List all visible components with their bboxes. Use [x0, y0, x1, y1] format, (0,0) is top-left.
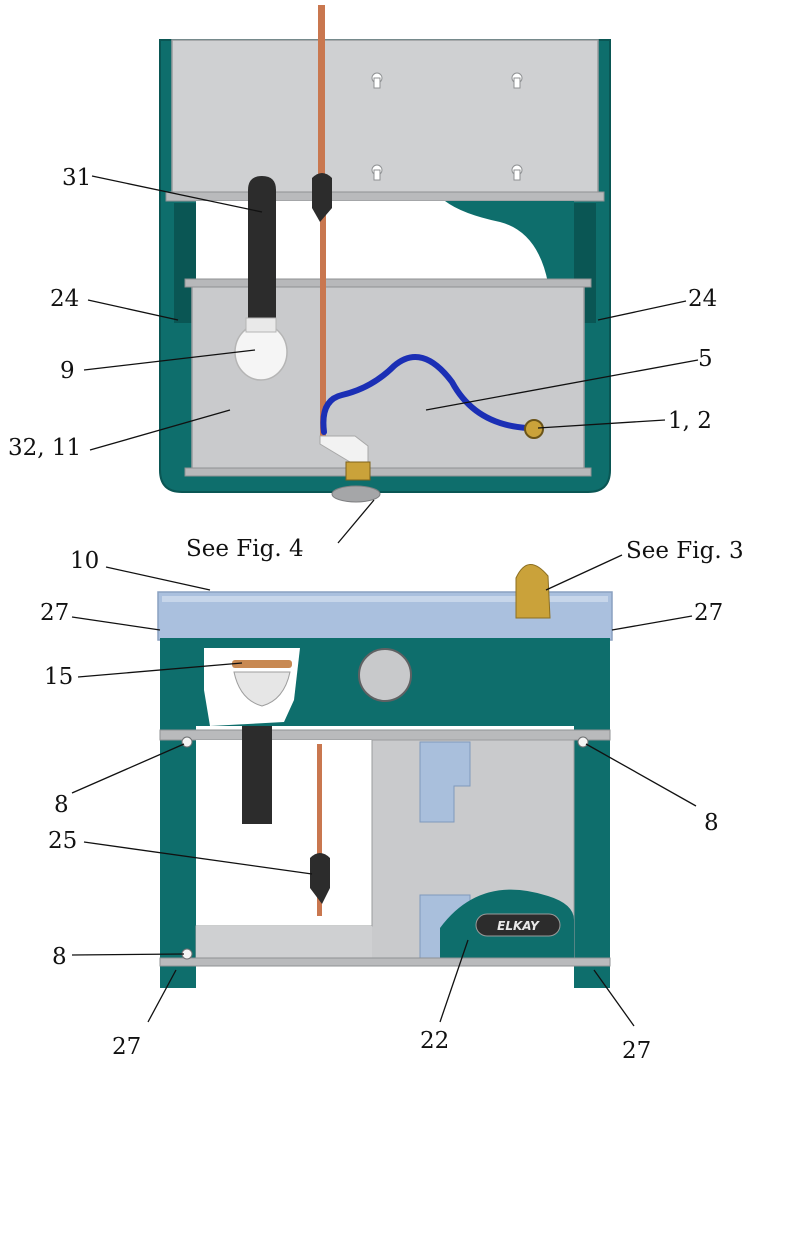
callout-24-right: 24	[688, 286, 717, 312]
top-assembly	[159, 5, 611, 503]
logo-text: ELKAY	[497, 919, 540, 933]
blue-mount-bracket	[419, 741, 471, 823]
leader-10	[105, 566, 211, 591]
callout-15: 15	[44, 664, 73, 690]
callout-27-lower-right: 27	[622, 1038, 651, 1064]
screw-holes	[181, 736, 589, 960]
leader-8-right	[585, 743, 697, 807]
callout-32-11: 32, 11	[8, 435, 81, 461]
callout-1-2: 1, 2	[668, 408, 712, 434]
black-drain-hose	[248, 176, 276, 328]
callout-25: 25	[48, 828, 77, 854]
back-panel-lower	[196, 926, 372, 962]
callout-24-left: 24	[50, 286, 79, 312]
leader-lines	[71, 175, 699, 1027]
logo-badge	[475, 913, 561, 937]
evaporator-bottom-rail	[184, 467, 592, 477]
frame-inline-fitting	[310, 853, 330, 904]
leader-27-lr	[593, 969, 635, 1027]
leader-27-ur	[611, 615, 693, 631]
leader-5	[425, 359, 699, 411]
leader-24-left	[87, 299, 179, 321]
top-cover-rail	[165, 191, 605, 202]
leader-32-11	[89, 409, 231, 451]
teal-cutout	[445, 201, 574, 283]
callout-27-lower-left: 27	[112, 1034, 141, 1060]
inline-fitting	[312, 173, 332, 222]
leader-25	[83, 841, 313, 875]
brass-top-fitting	[515, 564, 551, 619]
drain-bowl	[233, 671, 291, 707]
callout-27-upper-right: 27	[694, 600, 723, 626]
leader-27-ll	[147, 969, 177, 1023]
frame-crossbar	[159, 729, 611, 741]
blue-water-tube	[320, 354, 531, 435]
top-cover-panel	[171, 39, 599, 198]
callout-see-fig3: See Fig. 3	[626, 538, 744, 564]
callout-8-right: 8	[704, 810, 719, 836]
brass-inlet-fitting	[524, 419, 544, 439]
callout-27-upper-left: 27	[40, 600, 69, 626]
frame-copper-line	[317, 744, 322, 916]
round-knockout	[358, 648, 412, 702]
frame-bottom-rail	[159, 957, 611, 967]
leader-fig3	[545, 554, 623, 591]
evaporator-top-rail	[184, 278, 592, 288]
left-bracket	[174, 203, 196, 323]
leader-24-right	[597, 300, 687, 321]
leader-22	[439, 939, 469, 1023]
leader-fig4	[337, 499, 375, 544]
leader-31	[91, 175, 263, 213]
callout-8-left: 8	[54, 792, 69, 818]
copper-line-upper	[318, 5, 325, 175]
callout-9: 9	[60, 358, 75, 384]
bottom-outlet	[331, 485, 381, 503]
frame-right-post	[574, 726, 610, 988]
leader-8-lower-left	[71, 953, 185, 956]
callout-31: 31	[62, 165, 91, 191]
leader-27-ul	[71, 616, 161, 631]
gasket-ring	[232, 660, 292, 668]
copper-line-lower	[320, 198, 326, 443]
callout-see-fig4: See Fig. 4	[186, 536, 304, 562]
keyhole-slots	[371, 72, 523, 181]
frame-black-hose	[242, 726, 272, 824]
elkay-logo: ELKAY	[475, 913, 561, 937]
top-tray-lip	[162, 596, 608, 602]
leader-8-left	[71, 743, 185, 794]
bottom-assembly: ELKAY	[157, 564, 613, 988]
callout-8-lower-left: 8	[52, 944, 67, 970]
callout-22: 22	[420, 1028, 449, 1054]
bottom-nut	[345, 461, 371, 481]
callout-5: 5	[698, 346, 713, 372]
callout-10: 10	[70, 548, 99, 574]
callout-labels: 31 24 24 9 5 32, 11 1, 2 See Fig. 4 10 S…	[8, 165, 744, 1064]
leader-15	[77, 662, 243, 678]
drain-fitting-neck	[245, 317, 277, 333]
leader-1-2	[537, 419, 666, 429]
leader-9	[83, 349, 256, 371]
